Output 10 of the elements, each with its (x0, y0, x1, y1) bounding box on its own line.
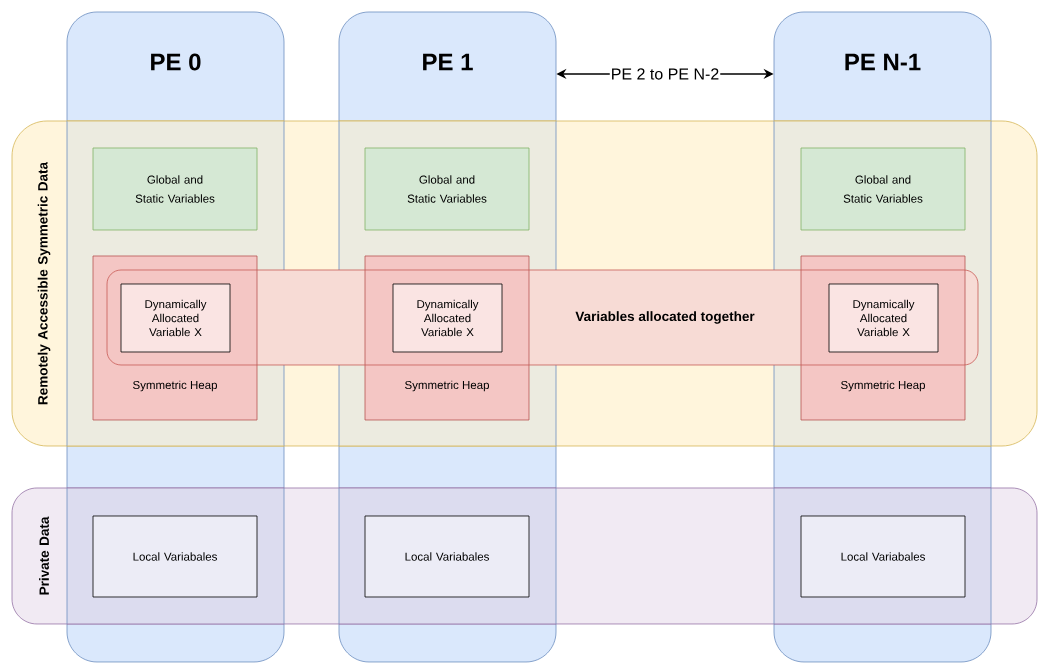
variables-box: Global and Static Variables (364, 147, 530, 231)
variables-box: Local Variabales (364, 515, 530, 598)
variables-box: Global and Static Variables (92, 147, 258, 231)
variable-box: Dynamically Allocated Variable X (392, 283, 503, 353)
variables-box: Local Variabales (92, 515, 258, 598)
variable-box: Dynamically Allocated Variable X (828, 283, 939, 353)
variables-box: Global and Static Variables (800, 147, 966, 231)
variable-box: Dynamically Allocated Variable X (120, 283, 231, 353)
edge-label: PE 2 to PE N-2 (609, 67, 721, 81)
variables-box: Local Variabales (800, 515, 966, 598)
